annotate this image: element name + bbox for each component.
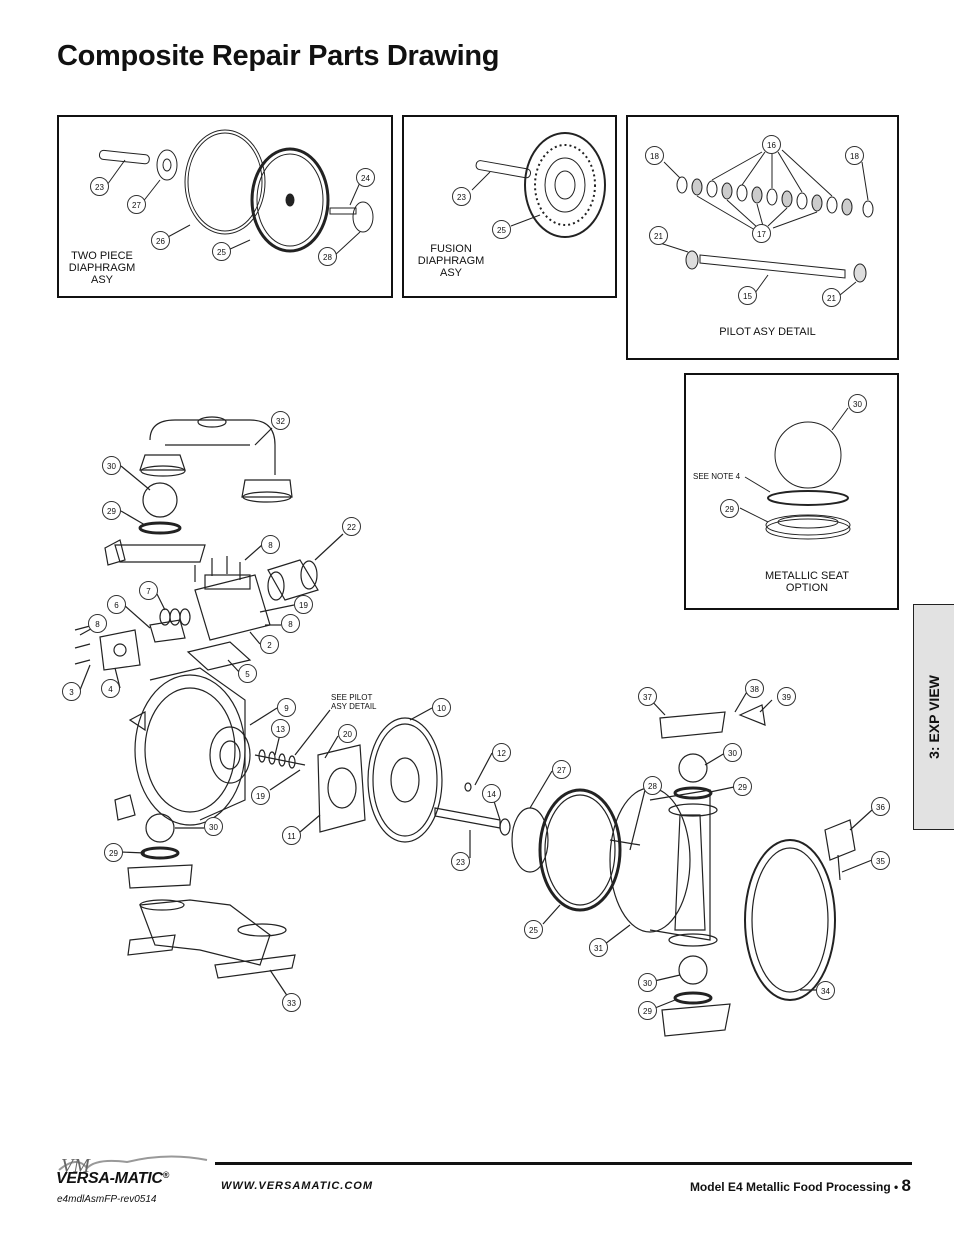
callout-9: 9 xyxy=(277,698,296,717)
callout-20: 20 xyxy=(338,724,357,743)
callout-2: 2 xyxy=(260,635,279,654)
registered-mark: ® xyxy=(162,1170,170,1180)
pilot-caption: PILOT ASY DETAIL xyxy=(719,326,816,338)
document-id: e4mdlAsmFP-rev0514 xyxy=(57,1194,157,1205)
callout-30: 30 xyxy=(638,973,657,992)
callout-23: 23 xyxy=(451,852,470,871)
callout-30: 30 xyxy=(723,743,742,762)
section-tab: 3: EXP VIEW xyxy=(913,604,954,830)
section-tab-label: 3: EXP VIEW xyxy=(926,675,942,759)
callout-13: 13 xyxy=(271,719,290,738)
model-footer: Model E4 Metallic Food Processing • 8 xyxy=(690,1176,911,1196)
fusion-diaphragm-panel xyxy=(402,115,617,298)
callout-28: 28 xyxy=(643,776,662,795)
two-piece-caption: TWO PIECE DIAPHRAGM ASY xyxy=(68,250,136,286)
callout-29: 29 xyxy=(720,499,739,518)
callout-24: 24 xyxy=(356,168,375,187)
page-title: Composite Repair Parts Drawing xyxy=(57,40,500,72)
callout-25: 25 xyxy=(524,920,543,939)
footer-rule xyxy=(215,1162,912,1165)
callout-7: 7 xyxy=(139,581,158,600)
callout-14: 14 xyxy=(482,784,501,803)
callout-38: 38 xyxy=(745,679,764,698)
callout-39: 39 xyxy=(777,687,796,706)
callout-6: 6 xyxy=(107,595,126,614)
two-piece-diaphragm-panel xyxy=(57,115,393,298)
callout-36: 36 xyxy=(871,797,890,816)
callout-29: 29 xyxy=(733,777,752,796)
callout-19: 19 xyxy=(251,786,270,805)
callout-30: 30 xyxy=(848,394,867,413)
brand-name: VERSA-MATIC® xyxy=(56,1170,169,1188)
callout-25: 25 xyxy=(212,242,231,261)
callout-10: 10 xyxy=(432,698,451,717)
callout-21: 21 xyxy=(649,226,668,245)
callout-5: 5 xyxy=(238,664,257,683)
callout-17: 17 xyxy=(752,224,771,243)
callout-21: 21 xyxy=(822,288,841,307)
brand-text: VERSA-MATIC xyxy=(56,1170,163,1187)
callout-8: 8 xyxy=(261,535,280,554)
callout-3: 3 xyxy=(62,682,81,701)
callout-15: 15 xyxy=(738,286,757,305)
callout-23: 23 xyxy=(90,177,109,196)
callout-8: 8 xyxy=(88,614,107,633)
page-number: 8 xyxy=(901,1176,911,1195)
website-link[interactable]: WWW.VERSAMATIC.COM xyxy=(221,1180,374,1192)
callout-11: 11 xyxy=(282,826,301,845)
callout-22: 22 xyxy=(342,517,361,536)
callout-12: 12 xyxy=(492,743,511,762)
callout-31: 31 xyxy=(589,938,608,957)
callout-27: 27 xyxy=(552,760,571,779)
logo-mark: VM xyxy=(61,1155,91,1177)
callout-25: 25 xyxy=(492,220,511,239)
metallic-seat-caption: METALLIC SEAT OPTION xyxy=(765,570,849,594)
callout-37: 37 xyxy=(638,687,657,706)
callout-16: 16 xyxy=(762,135,781,154)
see-note-4: SEE NOTE 4 xyxy=(693,472,741,481)
callout-8: 8 xyxy=(281,614,300,633)
versa-matic-logo: VM xyxy=(58,1155,208,1177)
callout-30: 30 xyxy=(102,456,121,475)
callout-29: 29 xyxy=(102,501,121,520)
fusion-caption: FUSION DIAPHRAGM ASY xyxy=(417,243,485,279)
model-text: Model E4 Metallic Food Processing • xyxy=(689,1180,899,1194)
callout-32: 32 xyxy=(271,411,290,430)
callout-33: 33 xyxy=(282,993,301,1012)
callout-34: 34 xyxy=(816,981,835,1000)
callout-18: 18 xyxy=(645,146,664,165)
see-pilot-asy-detail: SEE PILOT ASY DETAIL xyxy=(331,693,377,711)
callout-4: 4 xyxy=(101,679,120,698)
callout-29: 29 xyxy=(638,1001,657,1020)
callout-35: 35 xyxy=(871,851,890,870)
callout-28: 28 xyxy=(318,247,337,266)
callout-30: 30 xyxy=(204,817,223,836)
callout-19: 19 xyxy=(294,595,313,614)
callout-26: 26 xyxy=(151,231,170,250)
callout-27: 27 xyxy=(127,195,146,214)
callout-23: 23 xyxy=(452,187,471,206)
callout-18: 18 xyxy=(845,146,864,165)
callout-29: 29 xyxy=(104,843,123,862)
